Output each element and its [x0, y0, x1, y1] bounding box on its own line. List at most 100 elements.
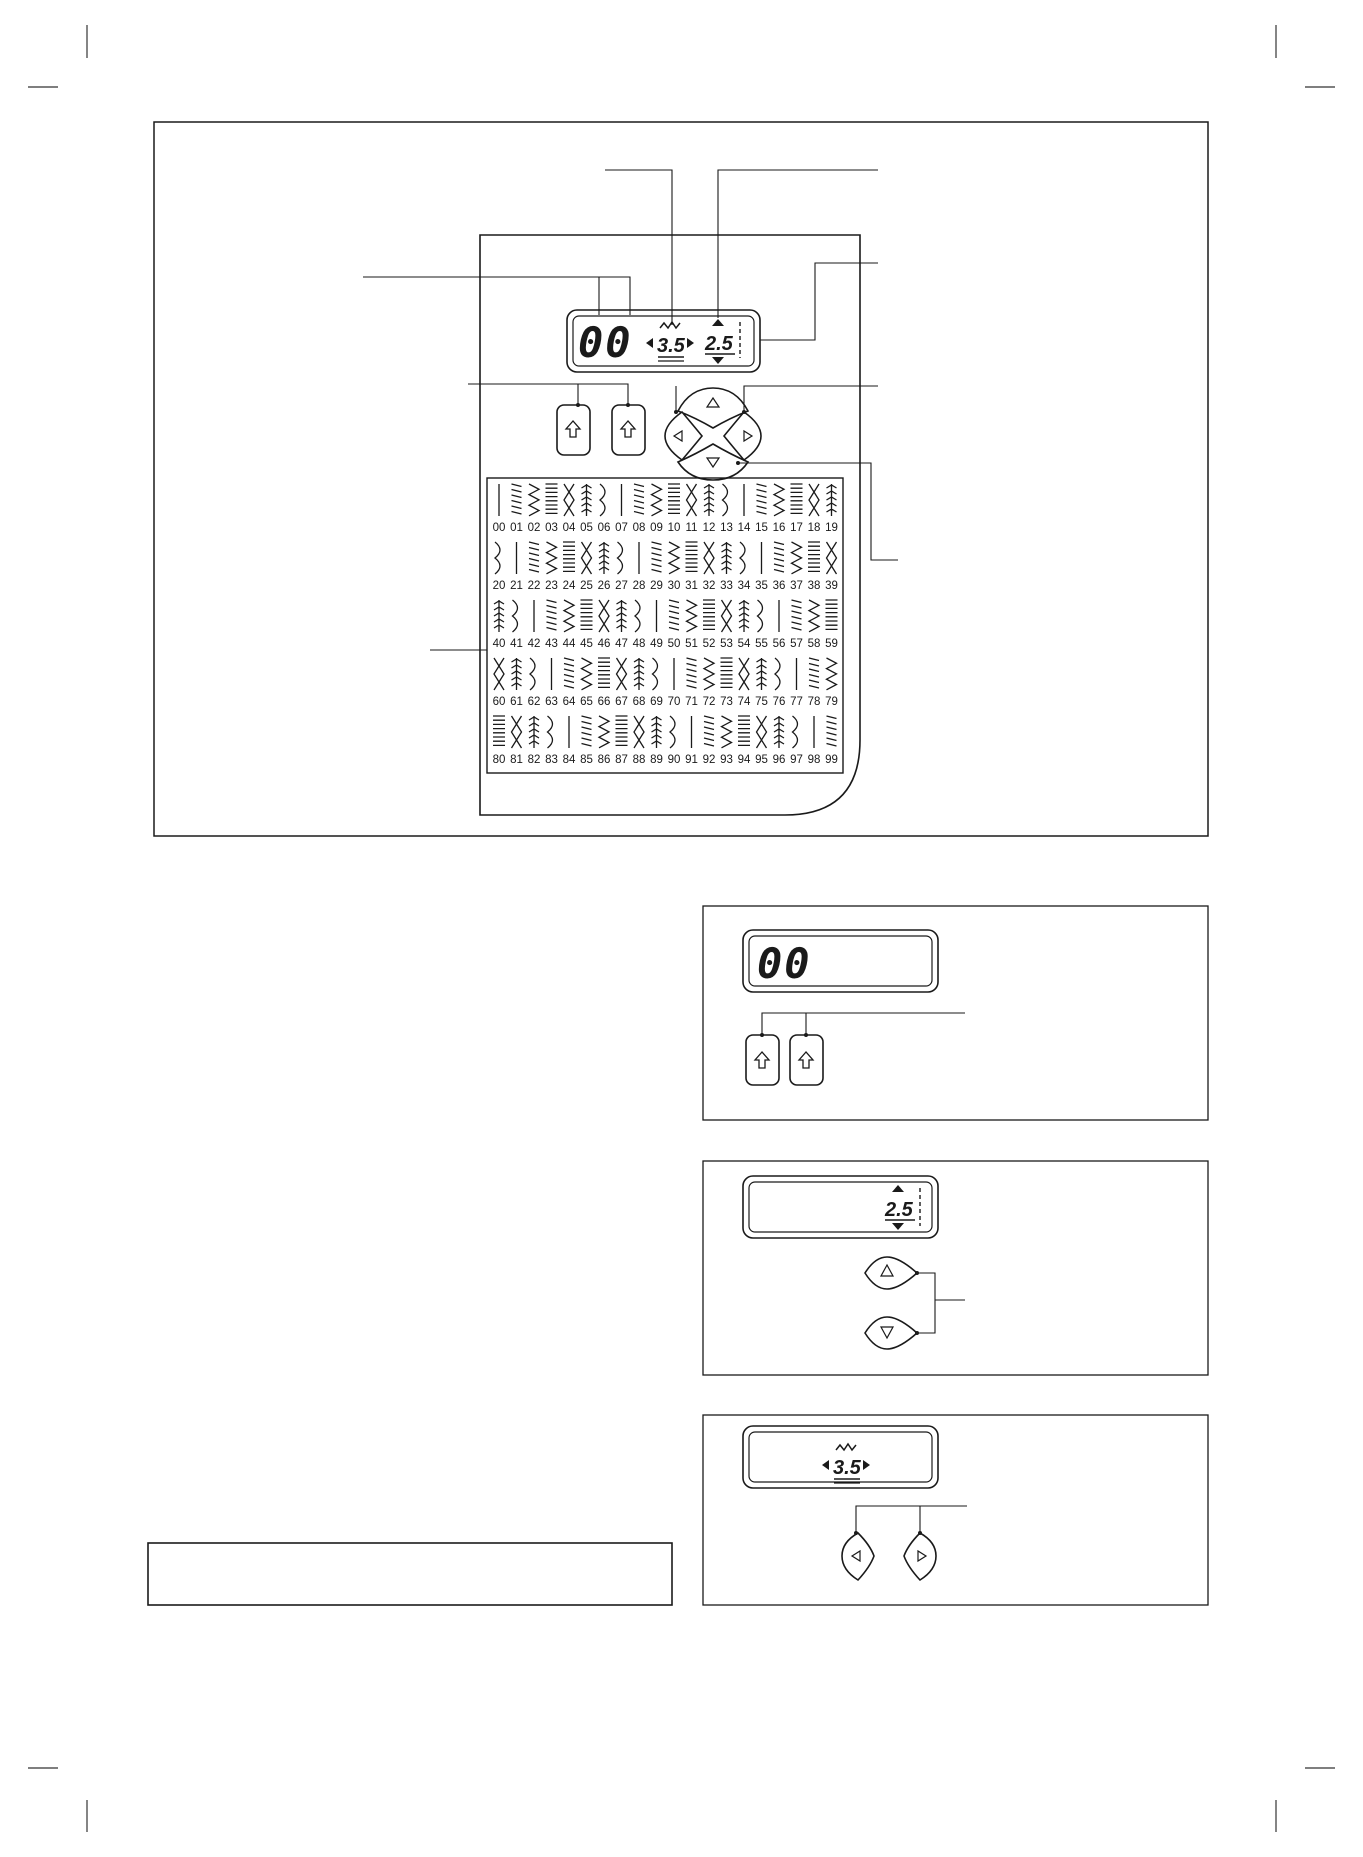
stitch-glyph: [808, 541, 820, 573]
stitch-number-label: 52: [703, 638, 716, 650]
stitch-number-label: 01: [510, 522, 523, 534]
length-down-button-sub[interactable]: [864, 1316, 919, 1350]
stitch-glyph: [721, 542, 732, 574]
stitch-glyph: [790, 483, 803, 515]
stitch-glyph: [563, 657, 575, 689]
stitch-number-label: 74: [738, 696, 751, 708]
stitch-number-label: 04: [563, 522, 576, 534]
stitch-number-label: 66: [598, 696, 611, 708]
triangle-right-icon: [917, 1549, 928, 1563]
stitch-number-label: 14: [738, 522, 751, 534]
stitch-number-label: 33: [720, 580, 733, 592]
stitch-glyph: [791, 599, 802, 631]
stitch-number-label: 43: [545, 638, 558, 650]
stitch-glyph: [598, 599, 610, 633]
length-up-button[interactable]: [676, 387, 750, 429]
stitch-glyph: [580, 657, 593, 691]
stitch-glyph: [703, 599, 715, 631]
stitch-number-label: 50: [668, 638, 681, 650]
stitch-number-label: 17: [790, 522, 803, 534]
stitch-glyph: [703, 484, 715, 516]
stitch-glyph: [493, 541, 501, 575]
stitch-glyph: [825, 541, 838, 575]
stitch-glyph: [738, 657, 750, 691]
stitch-number-label: 00: [493, 522, 506, 534]
stitch-glyph: [703, 541, 715, 575]
stitch-glyph: [650, 483, 663, 517]
note-box: [147, 1542, 673, 1606]
stitch-glyph: [580, 541, 593, 575]
triangle-up-icon: [879, 1263, 895, 1277]
zigzag-icon: [659, 320, 681, 330]
stitch-number-label: 09: [650, 522, 663, 534]
pattern-select-button-tens[interactable]: [556, 404, 591, 456]
stitch-number-label: 51: [685, 638, 698, 650]
stitch-number-label: 23: [545, 580, 558, 592]
stitch-number-label: 56: [773, 638, 786, 650]
stitch-number-label: 67: [615, 696, 628, 708]
stitch-glyph: [790, 541, 803, 575]
stitch-glyph: [667, 541, 681, 575]
stitch-number-label: 78: [808, 696, 821, 708]
stitch-glyph: [510, 715, 523, 749]
stitch-glyph: [702, 657, 716, 691]
pattern-select-button-units[interactable]: [611, 404, 646, 456]
stitch-width-value: 3.5: [657, 335, 686, 357]
stitch-glyph: [546, 599, 557, 631]
stitch-glyph: [756, 483, 767, 515]
stitch-glyph: [721, 483, 729, 517]
stitch-glyph: [511, 599, 519, 633]
stitch-glyph: [773, 657, 781, 691]
stitch-glyph: [493, 600, 505, 632]
width-right-button-sub[interactable]: [903, 1532, 937, 1582]
stitch-number-label: 96: [773, 754, 786, 766]
up-arrow-icon: [619, 420, 637, 438]
stitch-number-label: 94: [738, 754, 751, 766]
stitch-number-label: 39: [825, 580, 838, 592]
stitch-glyph: [597, 715, 611, 749]
stitch-number-label: 75: [755, 696, 768, 708]
stitch-number-label: 21: [510, 580, 523, 592]
width-right-button[interactable]: [722, 410, 762, 462]
direction-button-cluster: [664, 387, 762, 481]
stitch-number-label: 20: [493, 580, 506, 592]
stitch-number-label: 76: [773, 696, 786, 708]
stitch-glyph: [685, 483, 698, 517]
stitch-number-label: 08: [633, 522, 646, 534]
stitch-number-label: 61: [510, 696, 523, 708]
pattern-select-button-units-sub[interactable]: [789, 1034, 824, 1086]
stitch-number-label: 55: [755, 638, 768, 650]
width-left-button-sub[interactable]: [841, 1532, 875, 1582]
stitch-number-label: 22: [528, 580, 541, 592]
stitch-number-label: 41: [510, 638, 523, 650]
stitch-number-label: 32: [703, 580, 716, 592]
stitch-glyph: [686, 657, 697, 689]
stitch-number-label: 27: [615, 580, 628, 592]
stitch-number-label: 64: [563, 696, 576, 708]
width-left-button[interactable]: [664, 410, 704, 462]
stitch-glyph: [826, 715, 837, 747]
pattern-select-button-tens-sub[interactable]: [745, 1034, 780, 1086]
stitch-number-label: 03: [545, 522, 558, 534]
length-up-indicator: [712, 319, 724, 326]
up-arrow-icon: [797, 1051, 815, 1069]
stitch-glyph: [563, 541, 575, 573]
stitch-number-label: 77: [790, 696, 803, 708]
stitch-glyph: [493, 715, 505, 747]
stitch-number-label: 06: [598, 522, 611, 534]
triangle-left-icon: [672, 429, 683, 443]
subfigure-stitch-length: 2.5: [702, 1160, 1209, 1376]
stitch-number-label: 53: [720, 638, 733, 650]
triangle-left-icon: [850, 1549, 861, 1563]
stitch-glyph: [527, 483, 541, 517]
stitch-number-label: 25: [580, 580, 593, 592]
stitch-number-label: 87: [615, 754, 628, 766]
stitch-number-label: 11: [686, 522, 698, 534]
stitch-number-label: 44: [563, 638, 576, 650]
stitch-number-label: 35: [755, 580, 768, 592]
stitch-number-label: 99: [825, 754, 838, 766]
stitch-glyph: [720, 657, 733, 689]
subfigure-stitch-width: 3.5: [702, 1414, 1209, 1606]
stitch-number-label: 72: [703, 696, 716, 708]
